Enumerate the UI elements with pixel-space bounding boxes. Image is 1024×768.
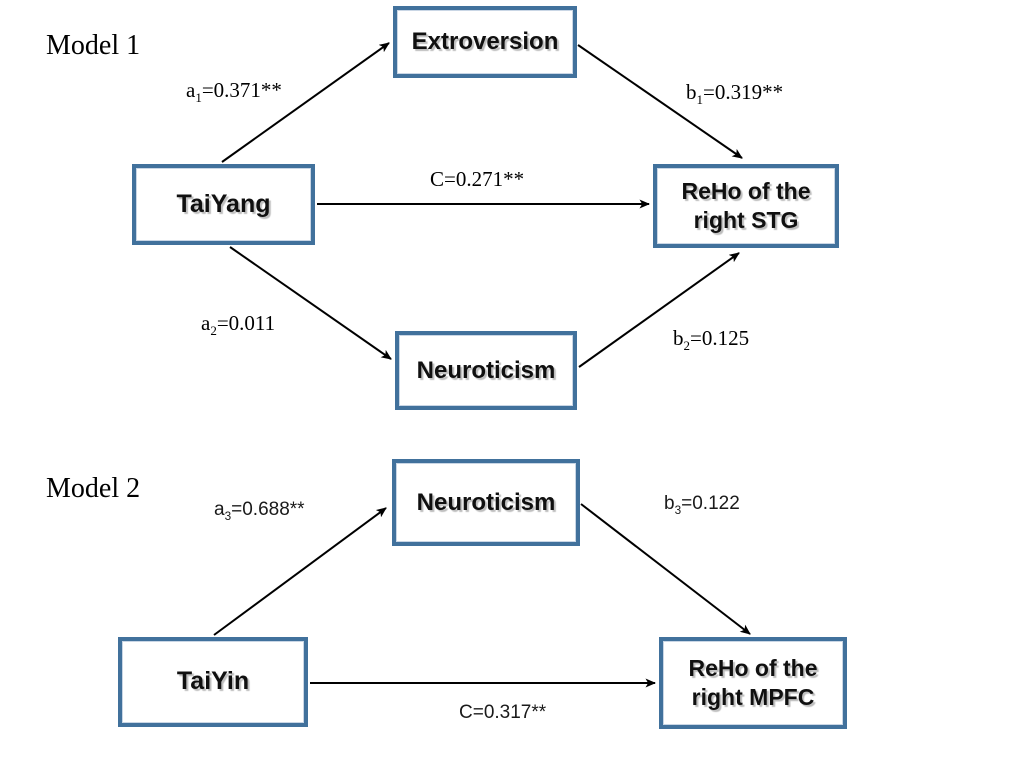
model2-mediator-box: Neuroticism: [392, 459, 580, 546]
model1-mediator-bottom-box: Neuroticism: [395, 331, 577, 410]
path-label-b2: b2=0.125: [673, 326, 750, 354]
model1-predictor-box: TaiYang: [132, 164, 315, 245]
path-label-b1: b1=0.319**: [686, 80, 784, 108]
model2-predictor-box: TaiYin: [118, 637, 308, 727]
path-label-a2: a2=0.011: [201, 311, 276, 339]
arrow-taiyin-to-neuroticism: [213, 507, 387, 636]
model1-title: Model 1: [46, 30, 141, 61]
model1-outcome-box: ReHo of the right STG: [653, 164, 839, 248]
model1-mediator-top-box: Extroversion: [393, 6, 577, 78]
path-label-c1: C=0.271**: [430, 167, 525, 191]
path-label-a3: a3=0.688**: [214, 499, 305, 523]
path-label-c2: C=0.317**: [459, 702, 547, 723]
arrow-taiyang-to-neuroticism: [229, 246, 392, 360]
path-label-b3: b3=0.122: [664, 493, 740, 517]
arrow-neuroticism-to-mpfc: [580, 503, 751, 635]
path-label-a1: a1=0.371**: [186, 78, 282, 106]
model2-title: Model 2: [46, 473, 141, 504]
model2-outcome-box: ReHo of the right MPFC: [659, 637, 847, 729]
